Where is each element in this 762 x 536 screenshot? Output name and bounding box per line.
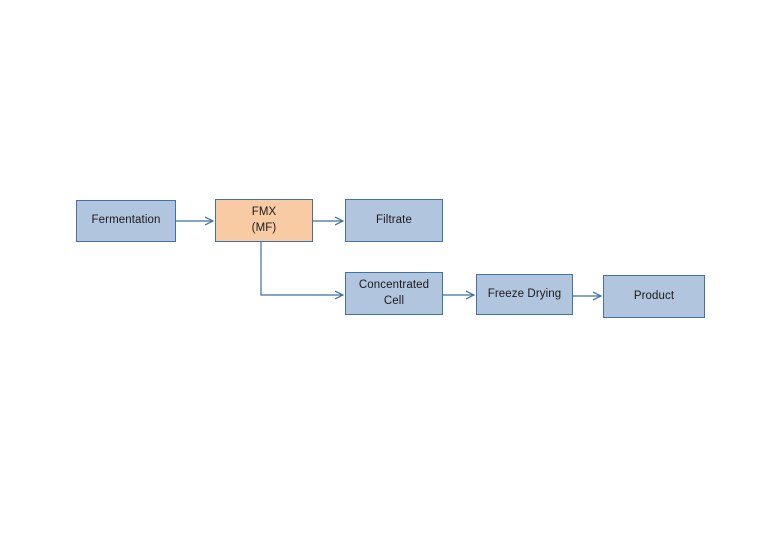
- node-product-label: Product: [633, 289, 675, 302]
- node-fmx[interactable]: FMX (MF): [215, 199, 313, 242]
- node-fermentation[interactable]: Fermentation: [76, 200, 176, 242]
- node-concentrated-cell[interactable]: Concentrated Cell: [345, 272, 443, 315]
- node-product[interactable]: Product: [603, 275, 705, 318]
- node-filtrate[interactable]: Filtrate: [345, 199, 443, 242]
- node-fermentation-label: Fermentation: [91, 214, 161, 227]
- edge-fmx-to-concentrated-cell: [260, 242, 343, 295]
- node-freeze-drying-label: Freeze Drying: [487, 287, 562, 300]
- node-filtrate-label: Filtrate: [376, 213, 412, 226]
- node-freeze-drying[interactable]: Freeze Drying: [476, 274, 573, 315]
- node-fmx-label: FMX (MF): [251, 206, 277, 234]
- node-concentrated-cell-label: Concentrated Cell: [358, 279, 430, 307]
